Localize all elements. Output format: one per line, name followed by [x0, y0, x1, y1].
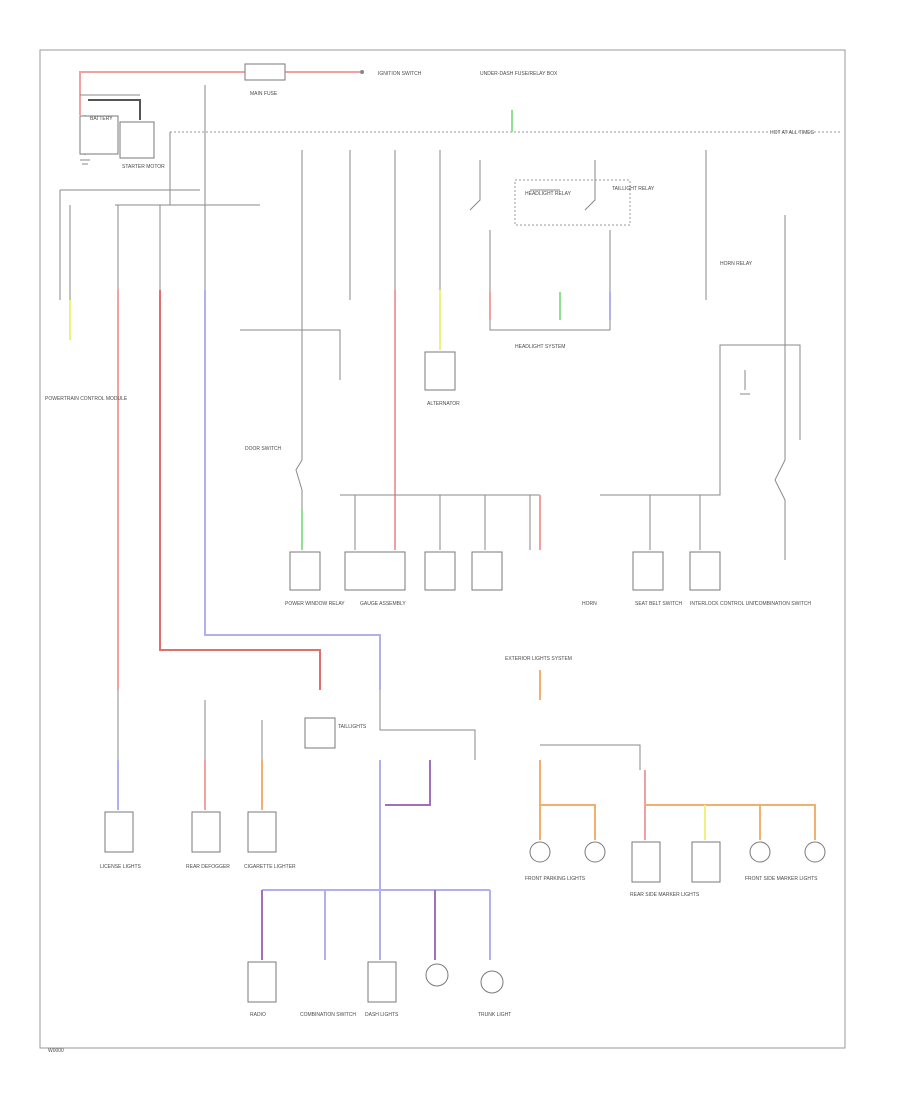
blue-wire-long: [204, 290, 381, 690]
gauge-bus: [340, 494, 540, 550]
fuse-terminal: [360, 70, 364, 74]
front-parking-label: FRONT PARKING LIGHTS: [525, 876, 586, 882]
taillights-label: TAILLIGHTS: [338, 724, 367, 730]
alternator: [424, 351, 456, 391]
battery-label: BATTERY: [90, 116, 113, 122]
gauge-assembly-label: GAUGE ASSEMBLY: [360, 601, 406, 607]
combination-dash-label: COMBINATION SWITCH: [300, 1012, 356, 1018]
purple-drops-bottom: [261, 890, 436, 960]
fuse-bus-left: [59, 189, 260, 300]
door-switch-label: DOOR SWITCH: [245, 446, 281, 452]
hot-at-all-times-label: HOT AT ALL TIMES: [770, 130, 815, 136]
ignition-switch-label: IGNITION SWITCH: [378, 71, 422, 77]
trunk-light-label: TRUNK LIGHT: [478, 1012, 511, 1018]
blue-bus-bottom: [262, 889, 491, 960]
taillight-relay-label: TAILLIGHT RELAY: [612, 186, 655, 192]
fuse-box-top: [244, 63, 286, 81]
horn-ground: [740, 370, 750, 395]
horn-bus-right: [600, 300, 801, 560]
figure-code: W0000: [48, 1048, 64, 1054]
main-fuse-label: MAIN FUSE: [250, 91, 278, 97]
lower-left-components: [104, 717, 336, 853]
exterior-lights-label: EXTERIOR LIGHTS SYSTEM: [505, 656, 572, 662]
alternator-label: ALTERNATOR: [427, 401, 460, 407]
radio-label: RADIO: [250, 1012, 266, 1018]
bottom-components: [247, 961, 504, 1003]
horn-label: HORN: [582, 601, 597, 607]
combination-switch-label: COMBINATION SWITCH: [755, 601, 811, 607]
orange-wire-right-a: [539, 760, 596, 840]
power-window-label: POWER WINDOW RELAY: [285, 601, 345, 607]
headlight-system-label: HEADLIGHT SYSTEM: [515, 344, 565, 350]
license-lights-label: LICENSE LIGHTS: [100, 864, 142, 870]
starter-label: STARTER MOTOR: [122, 164, 165, 170]
battery-red-wire: [79, 71, 248, 115]
headlight-relay-box: [514, 179, 631, 226]
rear-defogger-label: REAR DEFOGGER: [186, 864, 230, 870]
powertrain-label: POWERTRAIN CONTROL MODULE: [45, 396, 128, 402]
dark-red-wire-long: [159, 290, 321, 690]
center-lower-bus: [379, 690, 476, 760]
front-side-marker-label: FRONT SIDE MARKER LIGHTS: [745, 876, 818, 882]
fuse-drops: [69, 150, 786, 300]
exterior-bus-top: [540, 744, 641, 770]
seat-belt-label: SEAT BELT SWITCH: [635, 601, 683, 607]
starter-motor: [119, 121, 155, 159]
power-window-switch: [240, 300, 341, 510]
battery: [79, 115, 119, 155]
cigarette-label: CIGARETTE LIGHTER: [244, 864, 296, 870]
rear-side-marker-label: REAR SIDE MARKER LIGHTS: [630, 892, 700, 898]
headlight-system-bus: [489, 230, 611, 331]
diagram-frame: [39, 49, 846, 1049]
purple-wire-dash: [385, 760, 431, 806]
horn-relay-label: HORN RELAY: [720, 261, 753, 267]
under-dash-box-label: UNDER-DASH FUSE/RELAY BOX: [480, 71, 558, 77]
dash-lights-label: DASH LIGHTS: [365, 1012, 399, 1018]
interlock-label: INTERLOCK CONTROL UNIT: [690, 601, 757, 607]
headlight-relay-label: HEADLIGHT RELAY: [525, 191, 572, 197]
right-lower-components: [529, 841, 826, 883]
mid-components-row: [289, 551, 721, 591]
orange-wire-right-b: [645, 804, 816, 840]
headlight-relay-switch: [469, 160, 596, 211]
starter-link: [88, 99, 141, 120]
lower-left-bus: [117, 690, 263, 760]
